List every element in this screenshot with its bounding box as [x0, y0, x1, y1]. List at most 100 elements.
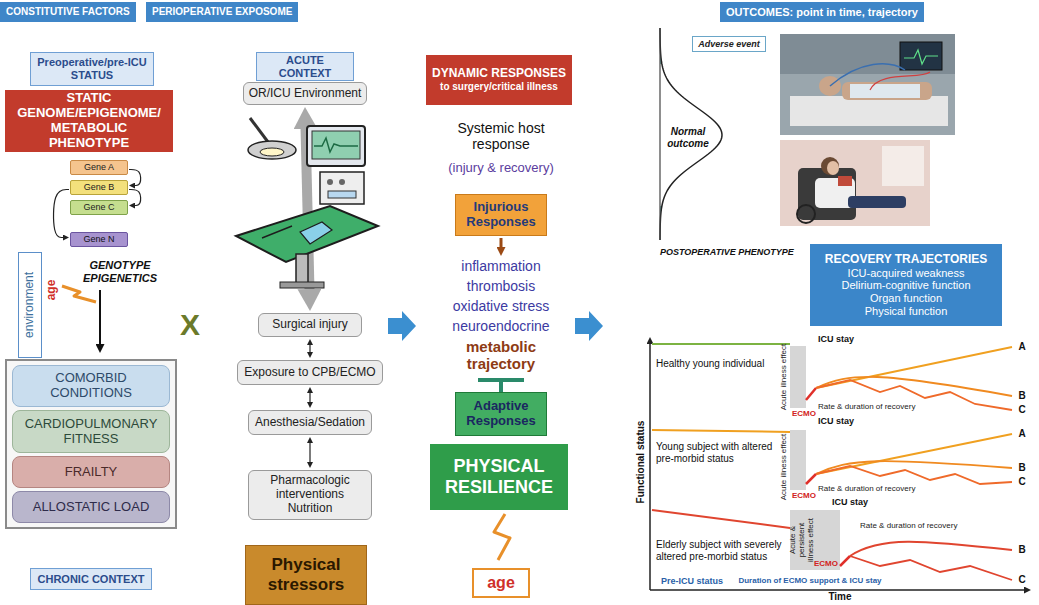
- node-label: COMORBID CONDITIONS: [16, 371, 166, 401]
- node-label: Preoperative/pre-ICU STATUS: [35, 56, 149, 81]
- axis-label: Time: [828, 591, 851, 603]
- drawing-part: [339, 179, 345, 185]
- curve-letter: A: [1018, 341, 1025, 353]
- band-label: ICU stay: [818, 334, 854, 344]
- drawing-part: [300, 222, 332, 244]
- node-label: Injurious Responses: [460, 200, 542, 230]
- response-box: Adaptive Responses: [455, 392, 547, 436]
- drawing-part: [842, 82, 932, 100]
- node-label: Pharmacologic interventions Nutrition: [253, 474, 367, 515]
- node-text: to surgery/critical illness: [430, 81, 568, 93]
- curve-letter: C: [1018, 404, 1025, 416]
- drawing-part: [314, 138, 358, 152]
- drawing-part: [797, 205, 815, 223]
- curve-letter: B: [1018, 544, 1025, 556]
- drawing-part: [780, 34, 955, 74]
- drawing-part: [798, 168, 856, 220]
- exposure-box: Pharmacologic interventions Nutrition: [248, 470, 372, 520]
- drawing-part: [250, 118, 268, 142]
- mechanism-label: neuroendocrine: [452, 318, 549, 334]
- band-label: Acute & persistent illness effect: [788, 511, 816, 569]
- distribution-plot: [660, 28, 722, 240]
- drawing-part: [882, 146, 924, 186]
- gene-box: Gene B: [70, 180, 128, 195]
- drawing-part: [850, 542, 1012, 556]
- mechanism-label: inflammation: [461, 258, 540, 274]
- recovery-note: Rate & duration of recovery: [818, 402, 915, 411]
- node-label: Gene B: [75, 182, 123, 192]
- drawing-part: [280, 282, 324, 288]
- down-arrow: [500, 238, 503, 247]
- drawing-part: [830, 64, 905, 86]
- band-label: ICU stay: [818, 416, 854, 426]
- connector: [309, 443, 310, 462]
- plot-caption: POSTOPERATIVE PHENOTYPE: [660, 247, 794, 257]
- drawing-part: [262, 226, 292, 238]
- node-text: ICU-acquired weakness: [814, 267, 998, 280]
- mechanism-label: metabolic trajectory: [445, 338, 557, 373]
- drawing-part: [650, 589, 1024, 591]
- drawing-part: [296, 254, 308, 284]
- drawing-part: [307, 126, 365, 166]
- drawing-part: [248, 141, 296, 159]
- response-label: (injury & recovery): [448, 161, 553, 176]
- drawing-part: [320, 172, 364, 204]
- node-text: Physical function: [814, 305, 998, 318]
- age-box: age: [472, 568, 530, 598]
- drawing-part: [850, 556, 1012, 580]
- trajectory-chart: [650, 344, 1024, 590]
- band-label: ICU stay: [832, 497, 868, 507]
- recovery-photo: [780, 140, 930, 226]
- drawing-part: [904, 50, 938, 64]
- exposure-box: OR/ICU Environment: [243, 82, 367, 105]
- drawing-part: [850, 84, 920, 98]
- trajectory-list-box: RECOVERY TRAJECTORIESICU-acquired weakne…: [810, 244, 1002, 326]
- drawing-part: [652, 430, 790, 432]
- drawing-part: [821, 157, 839, 175]
- curve-letter: C: [1018, 574, 1025, 586]
- node-label: STATIC GENOME/EPIGENOME/ METABOLIC PHENO…: [9, 91, 169, 151]
- drawing-part: [780, 34, 955, 135]
- node-label: CHRONIC CONTEXT: [35, 573, 147, 586]
- panel-label: Young subject with altered pre-morbid st…: [656, 441, 774, 464]
- node-label: PERIOPERATIVE EXPOSOME: [152, 6, 292, 18]
- node-label: Exposure to CPB/ECMO: [242, 366, 378, 380]
- adverse-event-box: Adverse event: [692, 36, 766, 52]
- condition-box: ALLOSTATIC LOAD: [12, 491, 170, 523]
- environment-box: environment: [18, 252, 42, 358]
- interaction-sign: X: [180, 308, 200, 343]
- node-label: DYNAMIC RESPONSES: [430, 67, 568, 81]
- node-label: Gene C: [75, 202, 123, 212]
- flow-arrow: [575, 311, 603, 341]
- drawing-part: [327, 179, 333, 185]
- node-label: FRAILTY: [16, 465, 166, 480]
- condition-box: COMORBID CONDITIONS: [12, 365, 170, 407]
- node-label: Anesthesia/Sedation: [253, 416, 367, 430]
- panel-label: Healthy young individual: [656, 358, 764, 370]
- exposure-box: Surgical injury: [258, 313, 362, 337]
- drawing-part: [780, 140, 930, 226]
- operating-room-illustration: [236, 118, 378, 288]
- curve-letter: B: [1018, 462, 1025, 474]
- section-banner: PERIOPERATIVE EXPOSOME: [146, 2, 298, 22]
- ecmo-label: ECMO: [792, 409, 816, 418]
- condition-box: FRAILTY: [12, 456, 170, 488]
- drawing-part: [790, 346, 806, 408]
- icu-patient-photo: [780, 34, 955, 135]
- context-box: ACUTE CONTEXT: [256, 52, 354, 81]
- inhibition-stem: [499, 380, 503, 392]
- drawing-part: [900, 42, 942, 70]
- drawing-part: [312, 131, 360, 159]
- node-label: Adaptive Responses: [460, 399, 542, 429]
- condition-box: CARDIOPULMONARY FITNESS: [12, 410, 170, 453]
- node-label: CARDIOPULMONARY FITNESS: [16, 417, 166, 447]
- drawing-part: [838, 176, 852, 186]
- connector: [309, 345, 310, 352]
- resilience-box: PHYSICAL RESILIENCE: [430, 444, 568, 510]
- node-label: Gene A: [75, 162, 123, 172]
- curve-letter: A: [1018, 428, 1025, 440]
- context-box: CHRONIC CONTEXT: [30, 568, 152, 590]
- section-banner: CONSTITUTIVE FACTORS: [0, 2, 136, 22]
- connector: [129, 170, 141, 186]
